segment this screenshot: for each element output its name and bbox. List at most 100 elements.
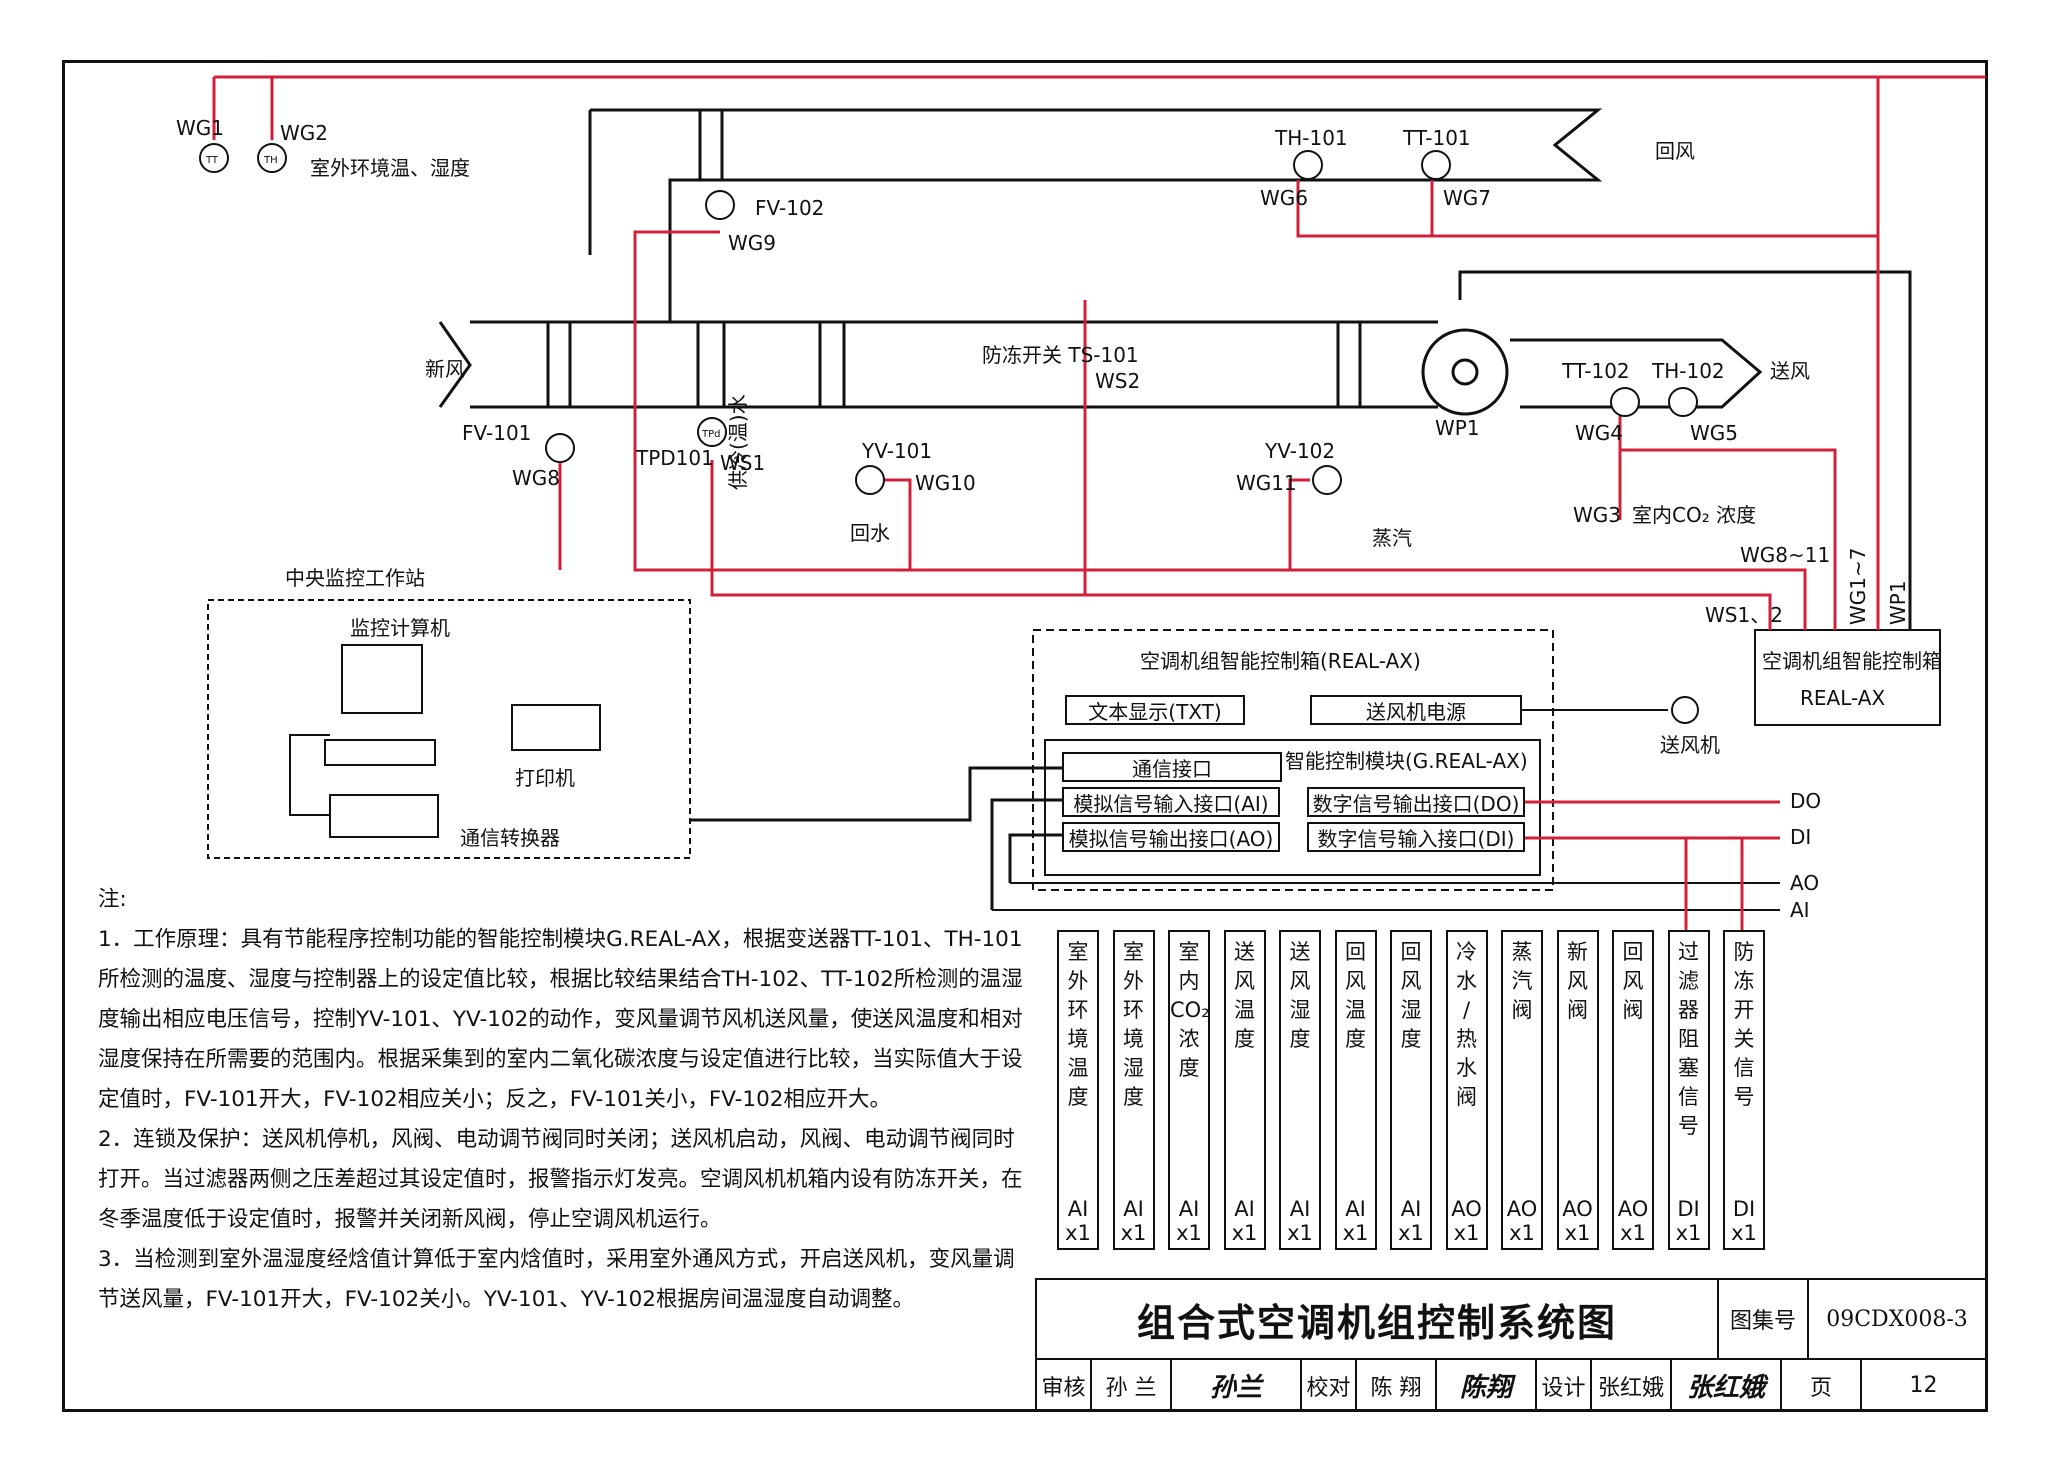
signal-di: DI [1790,825,1811,849]
supply-air-label: 送风 [1770,359,1810,383]
io-column-label: 冷 水 / 热 水 阀 [1456,940,1477,1109]
station-title: 中央监控工作站 [285,566,425,590]
frost-label: 防冻开关 TS-101 [982,343,1139,367]
io-column-count: x1 [1065,1221,1091,1245]
io-column-count: x1 [1731,1221,1757,1245]
di-interface-box: 数字信号输入接口(DI) [1307,822,1525,852]
io-column-label: 回 风 阀 [1622,940,1644,1022]
keyboard [324,739,436,766]
controller-small-line2: REAL-AX [1800,686,1885,710]
io-column-count: x1 [1176,1221,1202,1245]
wg11-label: WG11 [1236,471,1297,495]
outdoor-label: 室外环境温、湿度 [310,156,470,180]
chilled-supply-label: 供冷(温)水 [726,394,750,490]
check-label: 校对 [1302,1360,1357,1411]
title-block: 组合式空调机组控制系统图 图集号 09CDX008-3 审核 孙 兰 孙兰 校对… [1035,1278,1985,1411]
check-signature: 陈翔 [1437,1360,1537,1411]
yv102-motor [1312,465,1342,495]
fan-wp1-housing [1421,328,1509,416]
io-column-label: 室 内 CO₂ 浓 度 [1170,940,1210,1080]
ai-bus [990,798,1062,910]
th101-label: TH-101 [1274,126,1348,150]
io-column-label: 室 外 环 境 湿 度 [1123,940,1144,1109]
io-column-label: 回 风 温 度 [1345,940,1366,1051]
notes: 注: 1．工作原理：具有节能程序控制功能的智能控制模块G.REAL-AX，根据变… [98,880,1033,1320]
fresh-air-label: 新风 [425,357,465,381]
tpd-sym: TPd [701,429,721,440]
th102-label: TH-102 [1651,359,1725,383]
fan-wp1-rotor [1451,358,1479,386]
design-signature: 张红娥 [1672,1360,1782,1411]
wg1-label: WG1 [176,116,224,140]
tpd101-sensor [697,417,727,447]
station-link [289,734,330,816]
ao-bus [1008,833,1062,883]
io-column-type: AI [1123,1197,1144,1221]
th-outdoor-sensor [257,143,287,173]
comm-interface-box: 通信接口 [1062,752,1282,782]
coil-section [818,320,846,409]
io-column-count: x1 [1620,1221,1646,1245]
wg4-label: WG4 [1575,421,1623,445]
drawing-title: 组合式空调机组控制系统图 [1037,1280,1719,1360]
cabinet-title: 空调机组智能控制箱(REAL-AX) [1140,649,1421,673]
signal-ao: AO [1790,871,1819,895]
wg6-label: WG6 [1260,186,1308,210]
fv101-label: FV-101 [462,421,531,445]
checker: 陈 翔 [1357,1360,1437,1411]
fan-power-line [1458,270,1912,630]
io-column-label: 室 外 环 境 温 度 [1067,940,1089,1109]
io-column-label: 新 风 阀 [1567,940,1588,1022]
io-column-type: AI [1345,1197,1366,1221]
wg8-label: WG8 [512,466,560,490]
do-interface-box: 数字信号输出接口(DO) [1307,787,1525,817]
page-number: 12 [1909,1373,1938,1398]
ai-interface-box: 模拟信号输入接口(AI) [1062,787,1280,817]
io-column-count: x1 [1231,1221,1258,1245]
io-column-count: x1 [1120,1221,1147,1245]
signoff-row: 审核 孙 兰 孙兰 校对 陈 翔 陈翔 设计 张红娥 张红娥 页 12 [1037,1360,1985,1411]
control-wiring [212,75,1986,930]
fresh-air-inlet [438,321,472,408]
io-column-count: x1 [1564,1221,1591,1245]
io-column-label: 蒸 汽 阀 [1511,940,1533,1022]
wg1-7-label: WG1~7 [1846,548,1870,625]
io-column-type: DI [1677,1197,1700,1221]
note-item: 1．工作原理：具有节能程序控制功能的智能控制模块G.REAL-AX，根据变送器T… [98,927,1023,1112]
io-column-type: AO [1617,1197,1649,1221]
review-signature: 孙兰 [1172,1360,1302,1411]
io-column-type: AO [1506,1197,1538,1221]
io-column-count: x1 [1509,1221,1535,1245]
io-column-type: AO [1451,1197,1482,1221]
printer [511,704,601,751]
comm-line [690,766,1062,822]
wg2-label: WG2 [280,121,328,145]
steam-label: 蒸汽 [1372,526,1412,550]
tt-outdoor-sensor [199,143,229,173]
module-label: 智能控制模块(G.REAL-AX) [1285,749,1528,773]
io-column-count: x1 [1398,1221,1424,1245]
ws12-label: WS1、2 [1705,603,1783,627]
station-box [207,599,691,859]
wp1-bus-label: WP1 [1886,580,1910,625]
io-column-count: x1 [1342,1221,1369,1245]
io-column-label: 防 冻 开 关 信 号 [1733,940,1755,1109]
tt101-label: TT-101 [1402,126,1471,150]
return-duct-top [590,108,1603,322]
fan-label: 送风机 [1660,733,1720,757]
fv102-label: FV-102 [755,196,824,220]
converter [329,794,439,838]
ao-interface-box: 模拟信号输出接口(AO) [1062,822,1280,852]
yv102-label: YV-102 [1264,439,1335,463]
wg5-label: WG5 [1690,421,1738,445]
fan-power-box: 送风机电源 [1310,695,1522,725]
atlas-label: 图集号 [1719,1280,1809,1360]
io-column-type: AI [1178,1197,1200,1221]
